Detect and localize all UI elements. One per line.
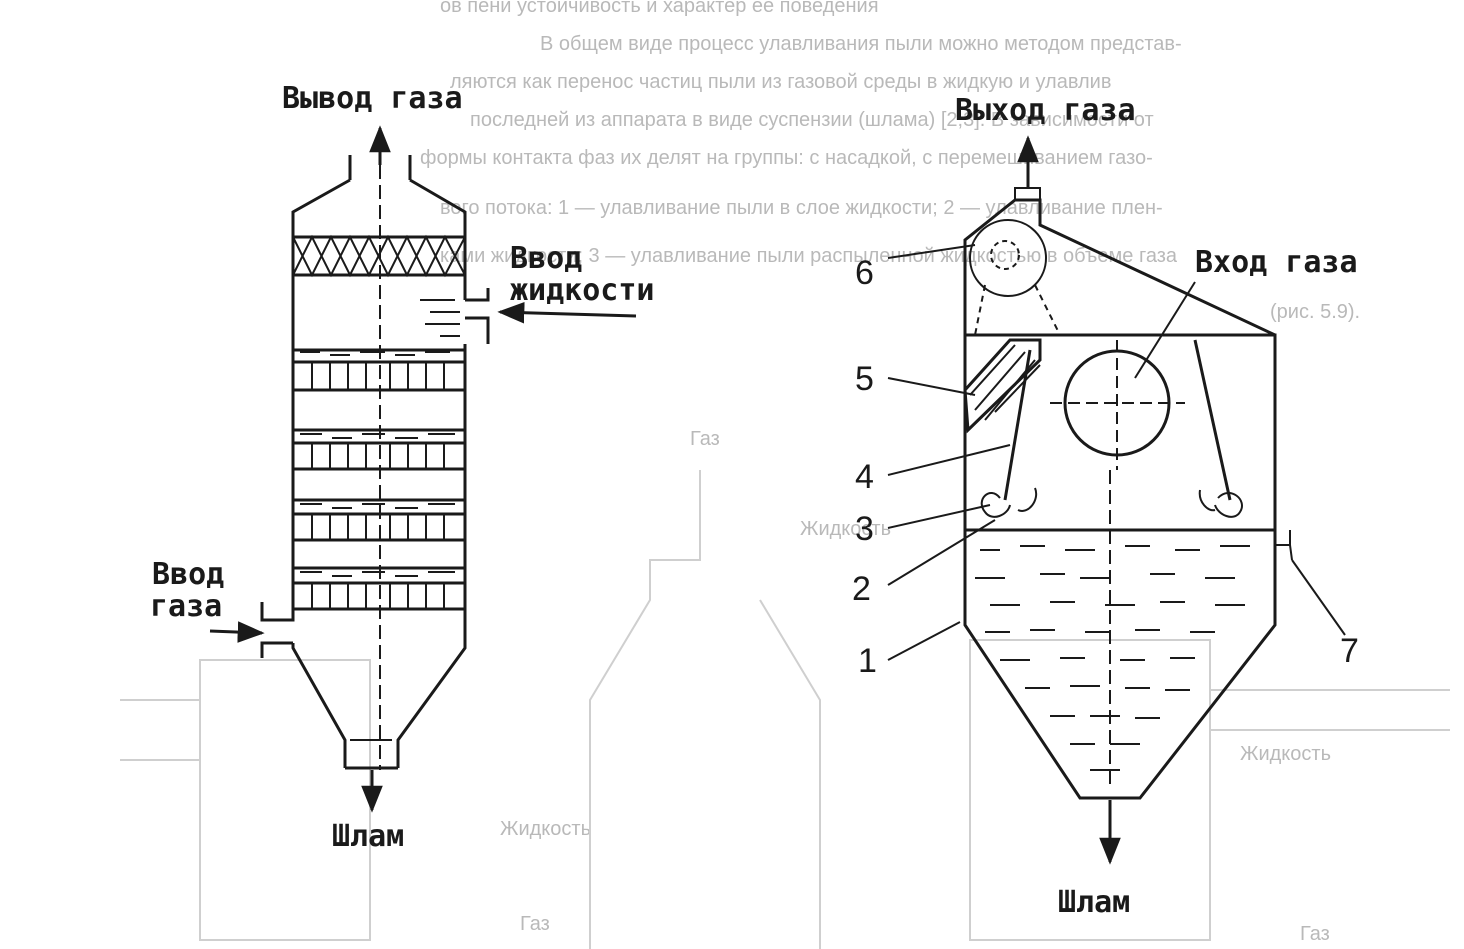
bleed-line-4: формы контакта фаз их делят на группы: с… [420,147,1153,169]
left-scrubber [260,155,490,770]
leader-7 [1291,559,1346,636]
liquid-in-arrow [497,301,637,324]
bleed-line-13: Жидкость [1240,743,1331,765]
callout-3: 3 [855,510,874,548]
callout-2: 2 [852,570,871,608]
left-liquid-in-label-1: Ввод [510,241,582,276]
leader-1 [887,621,961,661]
bleed-line-8: Газ [690,428,720,450]
leader-4 [887,444,1011,476]
bleed-line-0: ов пени устойчивость и характер её повед… [440,0,879,17]
left-sludge-label: Шлам [332,819,404,854]
right-arrows [1017,135,1121,865]
right-sludge-label: Шлам [1058,885,1130,920]
callout-5: 5 [855,360,874,398]
callout-7: 7 [1340,632,1359,670]
right-gas-out-label: Выход газа [955,93,1136,128]
right-scrubber [963,187,1293,800]
bleed-line-11: Газ [520,913,550,935]
bleed-line-1: В общем виде процесс улавливания пыли мо… [540,33,1182,55]
leader-5 [887,377,976,396]
bleed-line-12: Газ [1300,923,1330,945]
left-gas-in-label-2: газа [150,589,222,624]
callout-1: 1 [858,642,877,680]
left-gas-in-label-1: Ввод [152,557,224,592]
bleed-line-2: ляются как перенос частиц пыли из газово… [450,71,1111,93]
left-liquid-in-label-2: жидкости [510,273,655,308]
bleed-line-7: (рис. 5.9). [1270,301,1360,323]
callout-6: 6 [855,254,874,292]
leader-2 [887,519,996,586]
gas-in-arrow [209,621,265,643]
bleed-line-10: Жидкость [500,818,591,840]
right-leaders [887,244,1346,661]
left-gas-out-label: Вывод газа [282,81,463,116]
bleed-line-9: Жидкость [800,518,891,540]
leader-gas-in [1134,281,1196,379]
left-arrows [209,125,637,813]
bleed-line-3: последней из аппарата в виде суспензии (… [470,109,1154,131]
leader-3 [887,504,991,529]
bleed-through-text: ов пени устойчивость и характер её повед… [120,0,1450,949]
bleed-line-5: вого потока: 1 — улавливание пыли в слое… [440,197,1163,219]
callout-4: 4 [855,458,874,496]
leader-6 [887,244,976,259]
right-gas-in-label: Вход газа [1195,245,1358,280]
